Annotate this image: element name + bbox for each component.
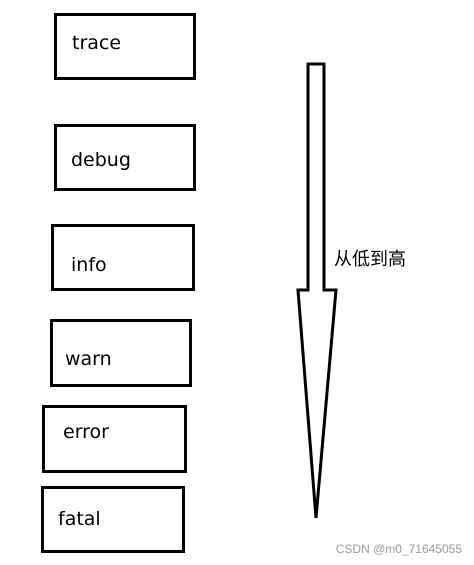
level-label-warn: warn <box>65 348 112 370</box>
level-label-debug: debug <box>71 149 131 171</box>
level-label-info: info <box>71 254 107 276</box>
level-box-info: info <box>51 224 195 291</box>
level-label-trace: trace <box>72 32 122 54</box>
arrow-label: 从低到高 <box>334 249 406 270</box>
watermark: CSDN @m0_71645055 <box>335 542 462 556</box>
level-box-warn: warn <box>50 319 192 387</box>
level-box-debug: debug <box>54 124 196 191</box>
level-label-fatal: fatal <box>58 508 101 530</box>
level-box-trace: trace <box>54 13 196 80</box>
level-label-error: error <box>63 421 109 443</box>
level-box-error: error <box>42 405 187 473</box>
arrow-shape <box>296 62 338 519</box>
level-box-fatal: fatal <box>41 486 185 553</box>
